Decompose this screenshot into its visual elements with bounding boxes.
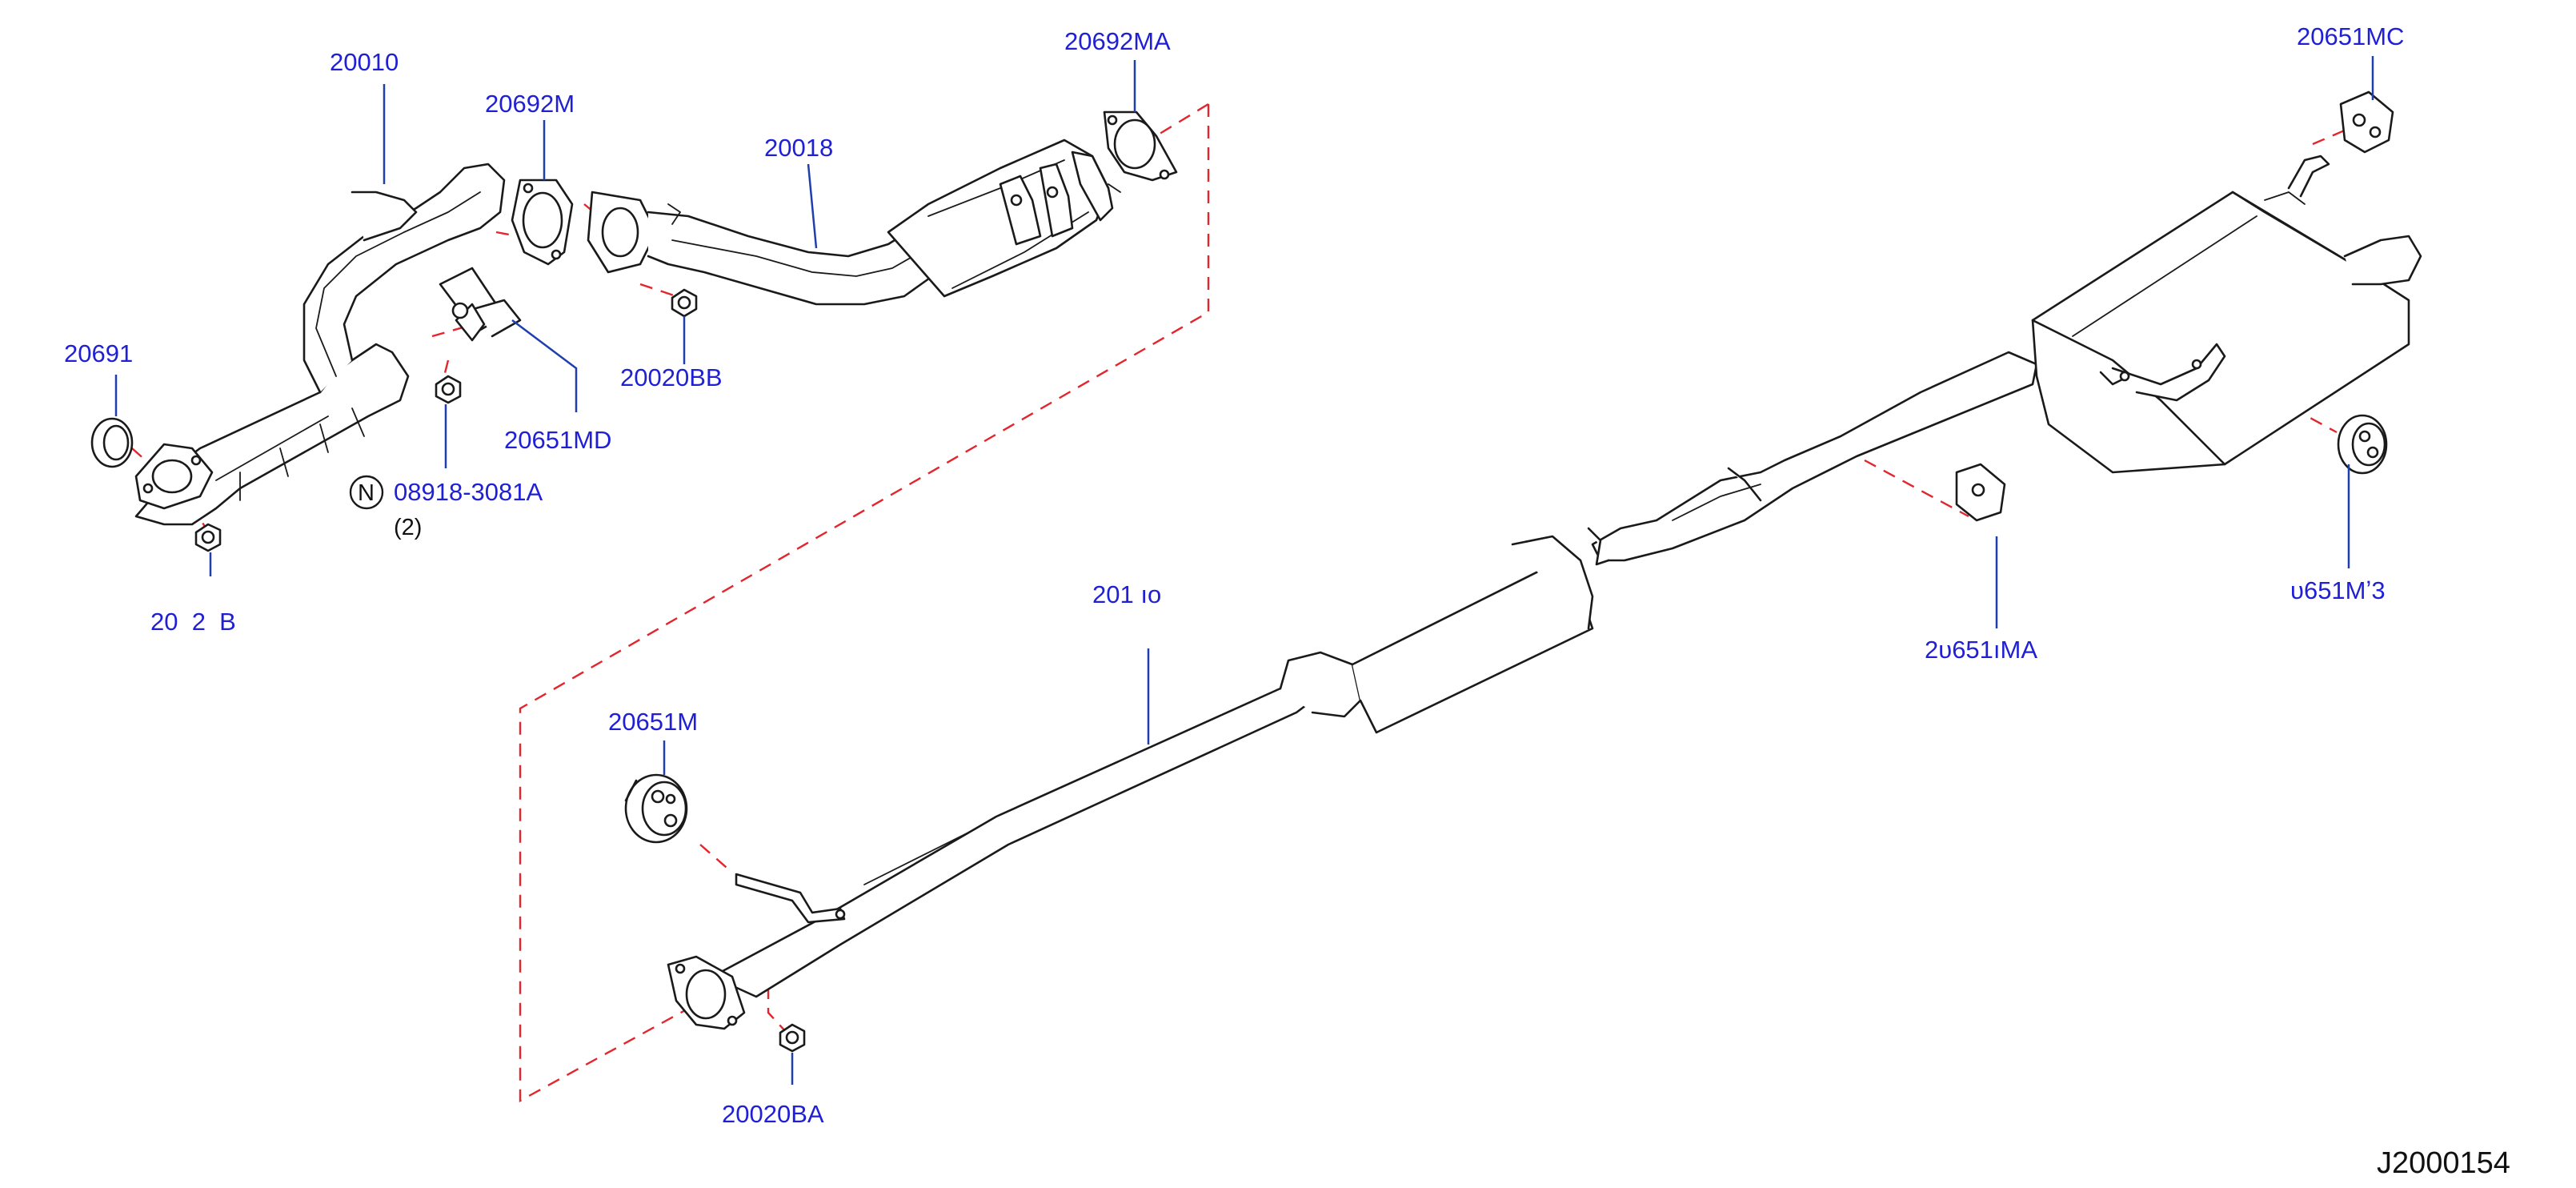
label-20010: 20010	[330, 48, 399, 76]
label-20020bb: 20020BB	[620, 363, 723, 391]
assembly-dashed-lines	[131, 102, 2370, 1103]
label-20651m: 20651M	[608, 708, 698, 736]
mount-20651m	[624, 773, 688, 844]
catalyst-tube-20018	[587, 138, 1121, 306]
leader-lines	[114, 56, 2374, 1085]
gasket-20692ma	[1103, 110, 1178, 182]
label-20651mc: 20651MC	[2297, 22, 2404, 50]
nut-2020b	[194, 523, 222, 552]
label-20100: 201 ıo	[1092, 580, 1161, 608]
center-tube-20100	[667, 351, 2038, 1030]
mount-20651mc	[2339, 90, 2394, 154]
label-08918-3081a: 08918-3081A	[394, 478, 543, 506]
drawing-code: J2000154	[2377, 1146, 2510, 1180]
gasket-20691	[90, 417, 134, 468]
label-20692ma: 20692MA	[1064, 27, 1171, 55]
label-n-symbol: N	[358, 480, 375, 506]
label-20651m3: υ651Mʼ3	[2290, 576, 2386, 604]
label-quantity: (2)	[394, 515, 422, 540]
label-20651ma: 2υ651ıMA	[1925, 636, 2037, 664]
label-20020ba: 20020BA	[722, 1100, 824, 1128]
label-20692m: 20692M	[485, 90, 575, 118]
front-tube-20010	[134, 163, 506, 526]
note-n-circle	[349, 475, 384, 510]
bolt-08918-3081a	[435, 375, 462, 404]
gasket-20692m	[511, 179, 574, 266]
nut-20020ba	[779, 1023, 806, 1053]
nut-20020bb	[671, 288, 698, 318]
label-20651md: 20651MD	[504, 426, 611, 454]
rear-muffler	[2031, 155, 2422, 474]
label-20018: 20018	[764, 134, 833, 162]
label-20691: 20691	[64, 339, 133, 367]
part-labels: 20010 20692M 20018 20692MA 20651MC 20691…	[64, 22, 2510, 1180]
bracket-20651md	[439, 267, 522, 342]
mount-20651ma	[1955, 463, 2006, 522]
label-2020b: 20 2 B	[150, 608, 236, 636]
mount-20651m3	[2337, 414, 2388, 475]
